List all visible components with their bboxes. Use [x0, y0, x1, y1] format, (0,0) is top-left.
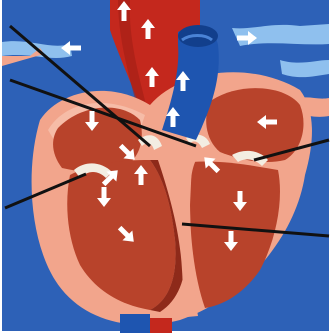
descending-vessel	[120, 314, 150, 333]
